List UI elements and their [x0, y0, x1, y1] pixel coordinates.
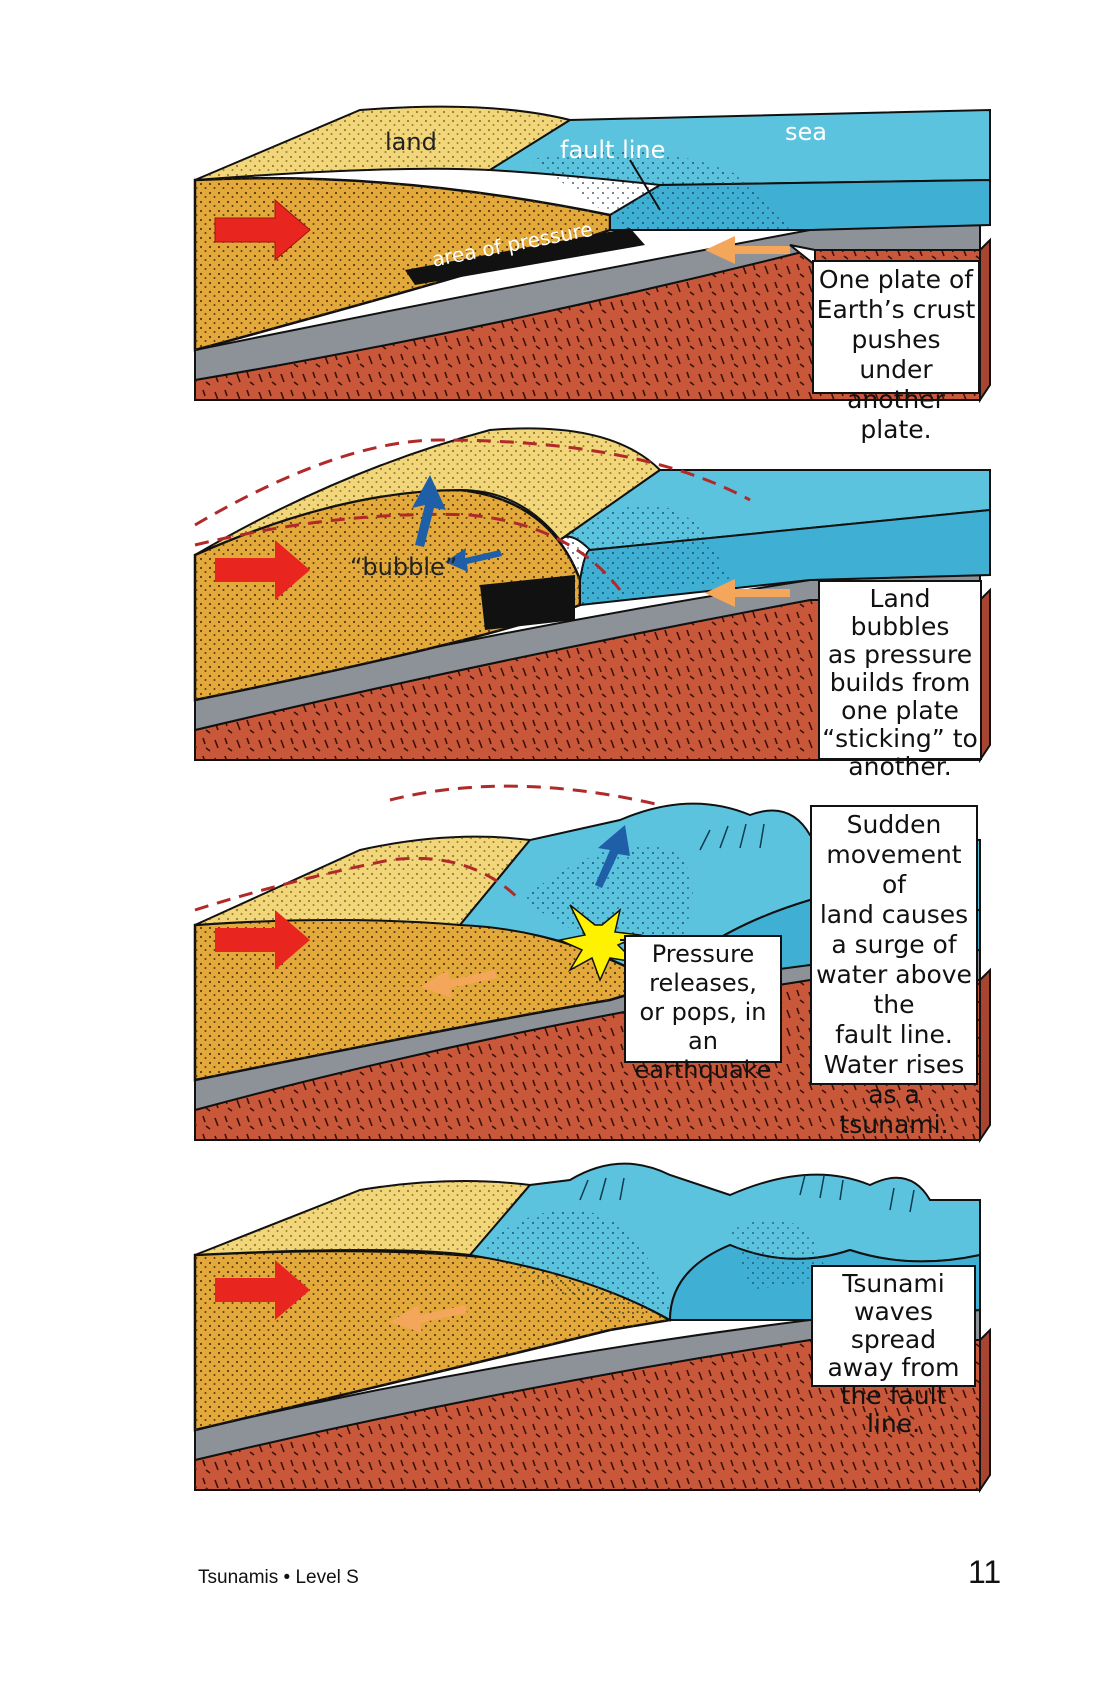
callout-line: releases,	[649, 969, 757, 997]
fault-line-label: fault line	[560, 136, 666, 164]
callout-line: Sudden	[846, 810, 942, 839]
callout-line: as a tsunami.	[839, 1080, 949, 1139]
callout-line: another.	[848, 752, 952, 781]
callout-line: one plate	[841, 696, 959, 725]
callout-plate-pushes: One plate of Earth’s crust pushes under …	[812, 260, 980, 444]
callout-line: Tsunami	[842, 1269, 945, 1298]
bubble-label: “bubble”	[350, 553, 458, 581]
diagram-panel-4: Tsunami waves spread away from the fault…	[190, 1162, 1040, 1500]
callout-line: land causes	[819, 900, 969, 929]
callout-line: pushes under	[851, 325, 941, 384]
callout-line: a surge of	[831, 930, 957, 959]
callout-line: Water rises	[823, 1050, 965, 1079]
diagram-panel-2: “bubble” Land bubbles as pressure builds…	[190, 427, 1040, 781]
panel-1-drawing	[193, 105, 991, 404]
book-title-footer: Tsunamis • Level S	[198, 1567, 359, 1588]
panel-4-drawing	[193, 1162, 991, 1494]
diagram-panel-1: land fault line sea area of pressure One…	[190, 100, 1040, 444]
callout-line: movement of	[826, 840, 962, 899]
diagram-panel-3: Pressure releases, or pops, in an earthq…	[190, 784, 1040, 1150]
callout-line: as pressure	[827, 640, 973, 669]
callout-line: earthquake	[634, 1056, 772, 1084]
callout-waves-spread: Tsunami waves spread away from the fault…	[811, 1265, 976, 1438]
callout-line: One plate of	[818, 265, 974, 294]
callout-line: the	[873, 990, 915, 1019]
callout-line: Land bubbles	[850, 584, 950, 641]
callout-line: waves spread	[850, 1297, 937, 1354]
panel-2-drawing	[193, 427, 991, 764]
callout-line: the fault line.	[840, 1381, 947, 1438]
sea-label: sea	[785, 118, 827, 146]
callout-line: another plate.	[847, 385, 945, 444]
callout-line: fault line.	[835, 1020, 953, 1049]
callout-line: or pops, in an	[639, 998, 767, 1055]
callout-land-bubbles: Land bubbles as pressure builds from one…	[818, 580, 982, 781]
callout-pressure-releases: Pressure releases, or pops, in an earthq…	[624, 935, 782, 1084]
callout-line: water above	[816, 960, 972, 989]
callout-line: builds from	[829, 668, 971, 697]
land-label: land	[385, 128, 437, 156]
callout-line: away from	[827, 1353, 960, 1382]
callout-line: Earth’s crust	[816, 295, 976, 324]
page-number: 11	[968, 1554, 1002, 1590]
callout-line: Pressure	[651, 940, 755, 968]
callout-sudden-movement: Sudden movement of land causes a surge o…	[810, 805, 978, 1139]
callout-line: “sticking” to	[822, 724, 978, 753]
